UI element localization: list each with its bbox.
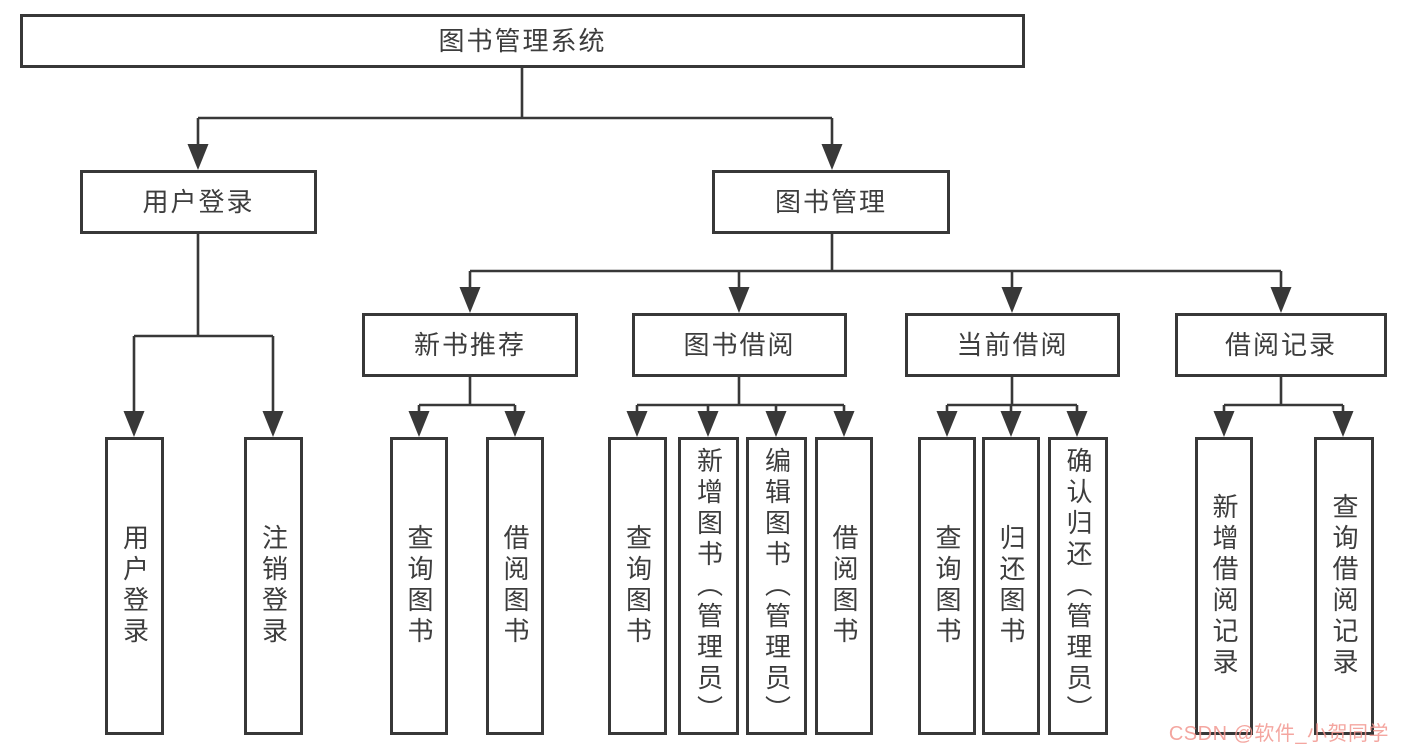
arrow-down-icon [697, 411, 719, 437]
node-new-book-recommend: 新书推荐 [362, 313, 578, 377]
arrow-down-icon [459, 287, 481, 313]
node-book-borrow: 图书借阅 [632, 313, 847, 377]
arrow-down-icon [1000, 411, 1022, 437]
arrow-down-icon [123, 411, 145, 437]
arrow-down-icon [504, 411, 526, 437]
leaf-query-books-current: 查询图书 [918, 437, 976, 735]
leaf-query-borrow-record-label: 查询借阅记录 [1329, 493, 1359, 679]
arrow-down-icon [728, 287, 750, 313]
node-borrow-records-label: 借阅记录 [1224, 330, 1337, 360]
arrow-down-icon [1332, 411, 1354, 437]
leaf-user-login-label: 用户登录 [119, 524, 150, 648]
arrow-down-icon [821, 144, 843, 170]
node-book-management: 图书管理 [712, 170, 950, 234]
node-borrow-records: 借阅记录 [1175, 313, 1387, 377]
connector-current-borrow [947, 376, 1077, 407]
arrow-down-icon [626, 411, 648, 437]
leaf-query-borrow-record: 查询借阅记录 [1314, 437, 1374, 735]
leaf-confirm-return-admin-label: 确认归还（管理员） [1063, 446, 1093, 726]
arrow-down-icon [187, 144, 209, 170]
leaf-edit-book-admin: 编辑图书（管理员） [746, 437, 807, 735]
leaf-add-book-admin: 新增图书（管理员） [678, 437, 739, 735]
leaf-logout-label: 注销登录 [258, 524, 289, 648]
leaf-borrow-books-recommend: 借阅图书 [486, 437, 544, 735]
node-book-borrow-label: 图书借阅 [683, 330, 796, 360]
arrow-down-icon [1270, 287, 1292, 313]
leaf-query-books-recommend-label: 查询图书 [404, 524, 434, 648]
leaf-query-books-borrow: 查询图书 [608, 437, 667, 735]
leaf-confirm-return-admin: 确认归还（管理员） [1048, 437, 1108, 735]
node-user-login-label: 用户登录 [142, 187, 255, 217]
leaf-query-books-current-label: 查询图书 [932, 524, 962, 648]
leaf-add-book-admin-label: 新增图书（管理员） [693, 446, 724, 726]
node-current-borrow: 当前借阅 [905, 313, 1120, 377]
leaf-borrow-books-borrow: 借阅图书 [815, 437, 873, 735]
leaf-user-login: 用户登录 [105, 437, 164, 735]
leaf-borrow-books-borrow-label: 借阅图书 [829, 524, 859, 648]
node-current-borrow-label: 当前借阅 [956, 330, 1069, 360]
connector-borrow-records [1224, 376, 1343, 407]
node-book-management-label: 图书管理 [774, 187, 887, 217]
node-user-login: 用户登录 [80, 170, 317, 234]
arrow-down-icon [1213, 411, 1235, 437]
leaf-return-book: 归还图书 [982, 437, 1040, 735]
leaf-edit-book-admin-label: 编辑图书（管理员） [761, 446, 792, 726]
leaf-add-borrow-record-label: 新增借阅记录 [1209, 493, 1239, 679]
connector-new-book-recommend [419, 376, 515, 407]
connector-user-login [134, 234, 273, 338]
watermark: CSDN @软件_小贺同学 [1168, 723, 1389, 745]
node-new-book-recommend-label: 新书推荐 [413, 330, 526, 360]
leaf-return-book-label: 归还图书 [996, 524, 1026, 648]
node-root-label: 图书管理系统 [438, 26, 607, 56]
arrow-down-icon [936, 411, 958, 437]
leaf-borrow-books-recommend-label: 借阅图书 [500, 524, 530, 648]
connector-arrows [123, 118, 1354, 437]
arrow-down-icon [1066, 411, 1088, 437]
connector-root [198, 68, 832, 120]
arrow-down-icon [765, 411, 787, 437]
node-root: 图书管理系统 [20, 14, 1025, 68]
arrow-down-icon [1001, 287, 1023, 313]
connector-book-management [470, 234, 1281, 273]
leaf-add-borrow-record: 新增借阅记录 [1195, 437, 1253, 735]
arrow-down-icon [833, 411, 855, 437]
connector-book-borrow [637, 376, 844, 407]
arrow-down-icon [262, 411, 284, 437]
arrow-down-icon [408, 411, 430, 437]
leaf-query-books-borrow-label: 查询图书 [622, 524, 653, 648]
leaf-query-books-recommend: 查询图书 [390, 437, 448, 735]
leaf-logout: 注销登录 [244, 437, 303, 735]
